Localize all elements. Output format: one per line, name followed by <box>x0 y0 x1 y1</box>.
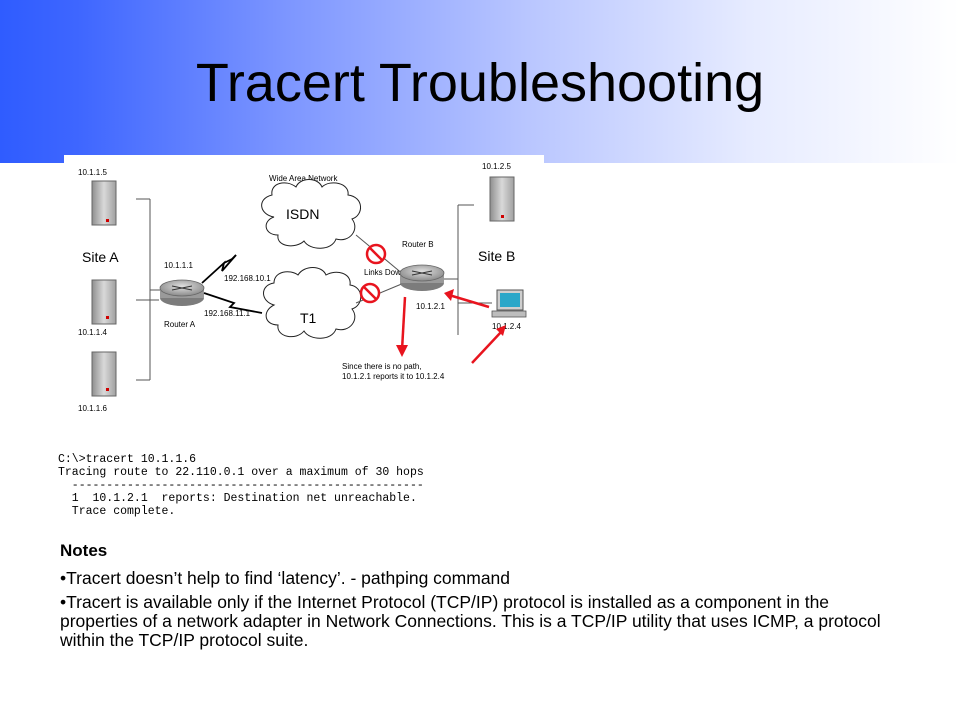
arrow-icon <box>444 289 490 309</box>
t1-cloud <box>263 267 362 339</box>
serial-link-t1 <box>203 292 263 314</box>
server-icon <box>91 279 117 325</box>
server-icon <box>91 351 117 397</box>
links-down-label: Links Down <box>364 268 405 277</box>
host-b-server-ip: 10.1.2.5 <box>482 162 511 171</box>
host-a1-ip: 10.1.1.5 <box>78 168 107 177</box>
arrow-icon <box>471 325 506 364</box>
server-icon <box>91 180 117 226</box>
wan-label: Wide Area Network <box>269 174 338 183</box>
tracert-complete-line: Trace complete. <box>58 505 176 518</box>
server-icon <box>489 176 515 222</box>
router-b-label: Router B <box>402 240 434 249</box>
router-icon <box>399 264 445 291</box>
serial-link-isdn-tip <box>223 254 237 264</box>
note-item: •Tracert is available only if the Intern… <box>60 592 881 650</box>
router-icon <box>159 279 205 306</box>
host-a3-ip: 10.1.1.6 <box>78 404 107 413</box>
host-a2-ip: 10.1.1.4 <box>78 328 107 337</box>
note-item: •Tracert doesn’t help to find ‘latency’.… <box>60 568 511 588</box>
annotation-line-2: 10.1.2.1 reports it to 10.1.2.4 <box>342 372 445 381</box>
serial-link-isdn <box>201 254 237 284</box>
router-b-ip: 10.1.2.1 <box>416 302 445 311</box>
notes-heading: Notes <box>60 541 108 560</box>
t1-ip: 192.168.11.1 <box>204 309 251 318</box>
workstation-icon <box>491 289 527 318</box>
host-b-pc-ip: 10.1.2.4 <box>492 322 521 331</box>
network-diagram: 10.1.1.5 Site A 10.1.1.4 10.1.1.6 10.1.1… <box>64 155 544 420</box>
site-a-label: Site A <box>82 249 119 265</box>
header-band <box>0 0 960 163</box>
tracert-command-line: C:\>tracert 10.1.1.6 <box>58 453 197 466</box>
arrow-icon <box>396 296 408 357</box>
isdn-label: ISDN <box>286 206 319 222</box>
t1-label: T1 <box>300 310 317 326</box>
router-a-ip: 10.1.1.1 <box>164 261 193 270</box>
site-b-label: Site B <box>478 248 515 264</box>
isdn-ip: 192.168.10.1 <box>224 274 271 283</box>
annotation-line-1: Since there is no path, <box>342 362 422 371</box>
link-down-icon <box>359 282 381 304</box>
router-a-label: Router A <box>164 320 196 329</box>
tracert-hop-line: 1 10.1.2.1 reports: Destination net unre… <box>58 492 417 505</box>
tracert-separator-line: ----------------------------------------… <box>58 479 424 492</box>
link-down-icon <box>365 243 387 265</box>
isdn-cloud <box>261 179 361 249</box>
tracert-output: C:\>tracert 10.1.1.6 Tracing route to 22… <box>58 453 598 518</box>
tracert-header-line: Tracing route to 22.110.0.1 over a maxim… <box>58 466 424 479</box>
slide-title: Tracert Troubleshooting <box>195 53 765 113</box>
